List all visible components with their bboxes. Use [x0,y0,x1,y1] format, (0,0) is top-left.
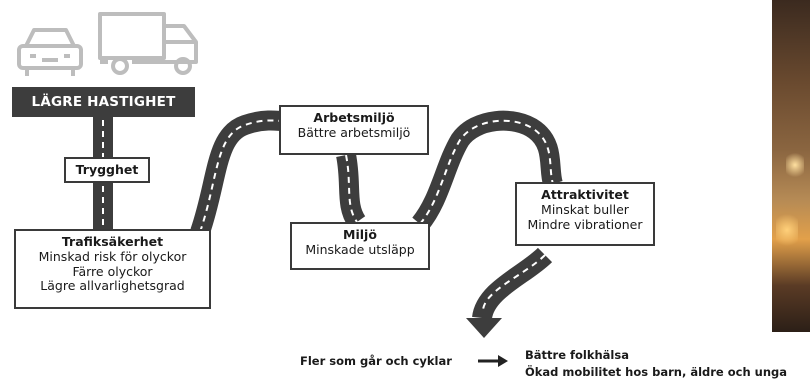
battre-folkhalsa-label: Bättre folkhälsa [525,348,629,362]
arbetsmiljo-line: Bättre arbetsmiljö [297,124,411,140]
miljo-title: Miljö [343,227,377,242]
miljo-box: Miljö Minskade utsläpp [290,222,430,270]
okad-mobilitet-label: Ökad mobilitet hos barn, äldre och unga [525,365,788,379]
trafiksakerhet-box: Trafiksäkerhet Minskad risk för olyckor … [14,229,211,309]
attraktivitet-title: Attraktivitet [541,187,629,202]
photo-light [776,210,798,250]
trafiksakerhet-title: Trafiksäkerhet [61,234,164,249]
fler-som-gar-label: Fler som går och cyklar [300,354,452,368]
miljo-line: Minskade utsläpp [305,241,415,257]
attraktivitet-line-1: Minskat buller [541,201,629,217]
trafiksakerhet-line-3: Lägre allvarlighetsgrad [40,278,185,294]
car-icon [17,28,83,76]
arbetsmiljo-box: Arbetsmiljö Bättre arbetsmiljö [279,105,429,155]
arbetsmiljo-title: Arbetsmiljö [313,110,395,125]
bottom-arrow-head [498,355,508,367]
truck-icon [98,12,198,75]
attraktivitet-box: Attraktivitet Minskat buller Mindre vibr… [515,182,655,246]
trafiksakerhet-line-2: Färre olyckor [72,263,153,279]
city-photo [772,0,810,332]
lower-speed-banner: LÄGRE HASTIGHET [12,87,195,117]
photo-light [786,150,804,180]
trafiksakerhet-line-1: Minskad risk för olyckor [38,248,187,264]
trygghet-box: Trygghet [64,157,150,183]
trygghet-label: Trygghet [75,161,139,177]
attraktivitet-line-2: Mindre vibrationer [527,216,643,232]
road-arrow-head [466,318,502,338]
